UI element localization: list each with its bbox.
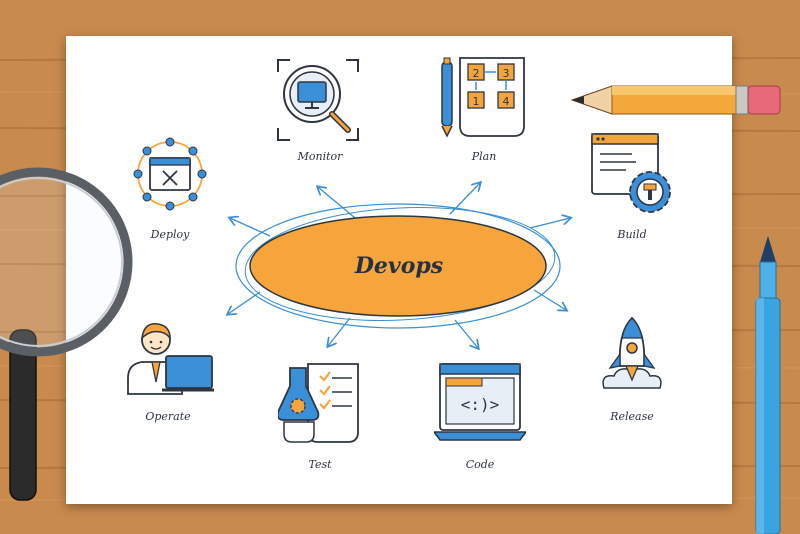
node-label-plan: Plan bbox=[471, 150, 497, 163]
arrow-to-build bbox=[529, 218, 570, 229]
svg-text:3: 3 bbox=[503, 67, 510, 80]
node-label-build: Build bbox=[617, 228, 647, 241]
center-title: Devops bbox=[354, 253, 444, 279]
monitor-magnifier-icon bbox=[277, 59, 359, 141]
node-label-release: Release bbox=[610, 410, 654, 423]
arrow-to-release bbox=[533, 289, 566, 310]
node-label-test: Test bbox=[308, 458, 332, 471]
build-window-gear-icon bbox=[591, 133, 671, 213]
plan-board-icon: 2 3 1 4 bbox=[441, 57, 525, 138]
svg-text:4: 4 bbox=[503, 95, 510, 108]
arrow-to-deploy bbox=[230, 218, 271, 237]
arrow-to-test bbox=[328, 317, 351, 346]
center-ellipse bbox=[249, 215, 547, 317]
laptop-code-icon: <:)> bbox=[434, 363, 526, 441]
svg-text:2: 2 bbox=[473, 67, 480, 80]
center-ellipse-outline bbox=[235, 203, 561, 329]
node-label-operate: Operate bbox=[145, 410, 191, 423]
arrow-to-operate bbox=[228, 291, 261, 314]
person-laptop-icon bbox=[127, 323, 214, 395]
rocket-icon bbox=[602, 316, 662, 389]
node-label-code: Code bbox=[465, 458, 495, 471]
arrow-to-code bbox=[454, 319, 478, 348]
svg-text:<:)>: <:)> bbox=[461, 395, 500, 414]
svg-text:1: 1 bbox=[473, 95, 480, 108]
center-ellipse-outline-2 bbox=[244, 206, 556, 322]
node-label-monitor: Monitor bbox=[297, 150, 343, 163]
flask-checklist-icon bbox=[278, 363, 359, 443]
node-label-deploy: Deploy bbox=[150, 228, 190, 241]
deploy-network-icon bbox=[133, 137, 207, 211]
